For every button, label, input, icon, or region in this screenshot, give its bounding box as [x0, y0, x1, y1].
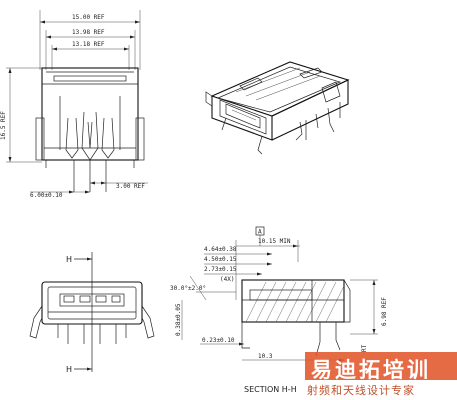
dim-10-bottom: 10.3 — [258, 353, 273, 360]
dim-right: 3.00 REF — [116, 183, 145, 190]
dim-038: 0.38±0.05 — [175, 303, 182, 336]
dim-464: 4.64±0.38 — [204, 246, 237, 253]
datum-tag: A — [258, 229, 262, 236]
dim-698: 6.98 REF — [381, 297, 388, 326]
section-title: SECTION H-H — [244, 385, 297, 394]
dim-273: 2.73±0.15 — [204, 266, 237, 273]
dim-450: 4.50±0.15 — [204, 256, 237, 263]
dim-overall: 15.00 REF — [72, 14, 105, 21]
dim-left: 6.00±0.10 — [30, 192, 63, 199]
angle: 30.0°±2.0° — [170, 285, 206, 292]
dim-inner1: 13.98 REF — [72, 29, 105, 36]
front-view: H H — [29, 252, 155, 374]
watermark-banner: 易迪拓培训 — [305, 352, 457, 382]
section-mark-bottom: H — [66, 365, 72, 374]
top-view: 15.00 REF 13.98 REF 13.18 REF 16.5 REF — [0, 10, 148, 199]
isometric-view — [205, 61, 350, 155]
dim-height: 16.5 REF — [0, 111, 7, 140]
hatch-pattern — [245, 281, 345, 323]
section-mark-top: H — [66, 255, 72, 264]
dim-rt: RT — [361, 344, 368, 352]
watermark: 易迪拓培训 射频和天线设计专家 — [305, 352, 457, 400]
dim-023: 0.23±0.10 — [202, 337, 235, 344]
dim-4x: (4X) — [220, 276, 234, 283]
section-view: A 10.15 MIN 4.64±0.38 4.50±0.15 2.73±0.1… — [170, 226, 388, 394]
dim-1015: 10.15 MIN — [258, 238, 291, 245]
watermark-main: 易迪拓培训 — [311, 358, 431, 382]
watermark-sub: 射频和天线设计专家 — [307, 384, 415, 397]
dim-inner2: 13.18 REF — [72, 41, 105, 48]
